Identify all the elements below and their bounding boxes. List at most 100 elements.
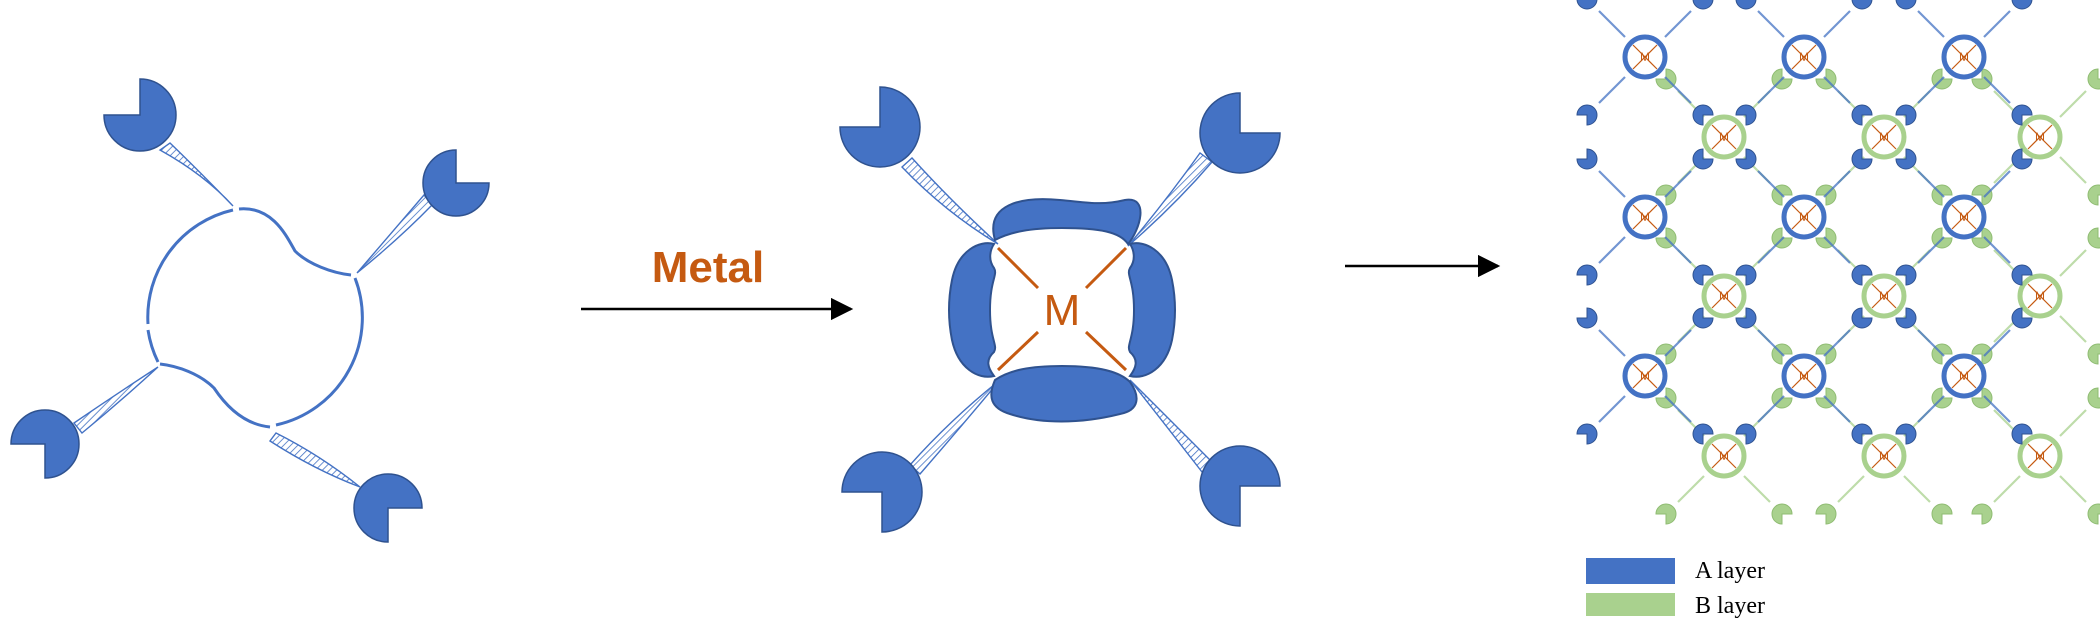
a-layer-tether <box>1917 329 1945 357</box>
a-layer-tether <box>1823 76 1851 104</box>
tether-bottom-left <box>72 366 159 434</box>
a-layer-end-group <box>2011 423 2033 445</box>
b-layer-end-group <box>1971 184 1993 206</box>
ligand-ring-arc-bottom-left <box>159 362 271 429</box>
b-layer-ring <box>2017 114 2063 160</box>
b-layer-tether <box>1903 475 1931 503</box>
a-layer-metal-bond <box>1632 363 1658 389</box>
a-layer-tether <box>1598 170 1626 198</box>
tether-bottom-right <box>268 432 361 488</box>
a-layer-metal-label: M <box>1799 369 1809 383</box>
b-layer-metal-label: M <box>2035 130 2045 144</box>
metal-reagent-label: Metal <box>652 243 764 292</box>
a-layer-tether <box>1664 10 1692 38</box>
b-layer-metal-bond <box>1871 443 1897 469</box>
a-layer-end-group <box>2011 148 2033 170</box>
b-layer-end-group <box>1971 387 1993 409</box>
a-layer-tether <box>1823 170 1851 198</box>
a-layer-tether <box>1757 236 1785 264</box>
a-layer-metal-bond <box>1951 204 1977 230</box>
a-layer-tether <box>1598 395 1626 423</box>
a-layer-end-group <box>1692 264 1714 286</box>
a-layer-end-group <box>1851 423 1873 445</box>
b-layer-metal-label: M <box>2035 449 2045 463</box>
a-layer-node: M <box>1735 148 1873 286</box>
a-layer-tether <box>1664 395 1692 423</box>
a-layer-metal-label: M <box>1640 50 1650 64</box>
a-layer-end-group <box>1735 0 1757 10</box>
a-layer-ring <box>1941 34 1987 80</box>
a-layer-tether <box>1917 10 1945 38</box>
b-layer-end-group <box>2087 343 2100 365</box>
a-layer-ring <box>1941 194 1987 240</box>
b-layer-end-group <box>2087 184 2100 206</box>
a-layer-tether <box>1598 329 1626 357</box>
a-layer-tether <box>1664 329 1692 357</box>
end-group-bottom-right <box>353 473 423 543</box>
a-layer-end-group <box>1735 264 1757 286</box>
end-group-bottom-left <box>10 409 80 479</box>
tether-top-right <box>356 193 433 274</box>
a-layer-ring <box>1622 194 1668 240</box>
b-layer-ring <box>1701 433 1747 479</box>
a-layer-tether <box>1917 236 1945 264</box>
a-layer-ring <box>1781 194 1827 240</box>
a-layer-tether <box>1757 395 1785 423</box>
a-layer-end-group <box>1735 148 1757 170</box>
a-layer-tether <box>1983 236 2011 264</box>
b-layer-metal-bond <box>1871 124 1897 150</box>
a-layer-tether <box>1917 170 1945 198</box>
a-layer-metal-label: M <box>1640 210 1650 224</box>
a-layer-metal-label: M <box>1640 369 1650 383</box>
legend-swatch-b-layer <box>1586 593 1675 616</box>
a-layer-metal-bond <box>1632 204 1658 230</box>
b-layer-metal-label: M <box>1719 449 1729 463</box>
b-layer-tether <box>2059 90 2087 118</box>
b-layer-end-group <box>1971 343 1993 365</box>
a-layer-end-group <box>1895 0 1917 10</box>
a-layer-node: M <box>1895 148 2033 286</box>
b-layer-end-group <box>2087 68 2100 90</box>
legend-swatch-a-layer <box>1586 558 1675 584</box>
b-layer-node: M <box>1971 227 2100 365</box>
a-layer-tether <box>1757 10 1785 38</box>
b-layer-end-group <box>2087 503 2100 525</box>
complex-ring-right <box>1127 242 1176 378</box>
a-layer-tether <box>1757 76 1785 104</box>
b-layer-tether <box>1677 475 1705 503</box>
a-layer-tether <box>1823 395 1851 423</box>
a-layer-end-group <box>1851 307 1873 329</box>
complex-tether-top-left <box>900 157 999 245</box>
b-layer-node: M <box>1971 387 2100 525</box>
a-layer-tether <box>1664 170 1692 198</box>
complex-ring-top <box>992 198 1142 246</box>
a-layer-tether <box>1917 76 1945 104</box>
a-layer-end-group <box>1735 307 1757 329</box>
a-layer-end-group <box>1851 264 1873 286</box>
a-layer-end-group <box>1576 307 1598 329</box>
b-layer-ring <box>1701 114 1747 160</box>
a-layer-end-group <box>1576 104 1598 126</box>
a-layer-node: M <box>1735 0 1873 126</box>
ligand-ring-arc-right <box>275 277 364 427</box>
a-layer-metal-bond <box>1632 44 1658 70</box>
a-layer-end-group <box>2011 307 2033 329</box>
a-layer-ring <box>1941 353 1987 399</box>
a-layer-end-group <box>1576 148 1598 170</box>
end-group-top-left <box>103 78 177 152</box>
b-layer-node: M <box>1971 68 2100 206</box>
metal-bond-bottom-left <box>996 330 1040 372</box>
metal-bond-top-right <box>1084 246 1128 290</box>
a-layer-end-group <box>1692 0 1714 10</box>
b-layer-ring <box>1701 273 1747 319</box>
complex-end-group-bottom-left <box>841 451 923 533</box>
b-layer-tether <box>2059 409 2087 437</box>
a-layer-end-group <box>2011 104 2033 126</box>
legend-label-a-layer: A layer <box>1695 558 1765 584</box>
a-layer-end-group <box>1851 0 1873 10</box>
b-layer-end-group <box>2087 387 2100 409</box>
b-layer-metal-bond <box>1711 443 1737 469</box>
b-layer-end-group <box>1771 503 1793 525</box>
a-layer-tether <box>1917 395 1945 423</box>
